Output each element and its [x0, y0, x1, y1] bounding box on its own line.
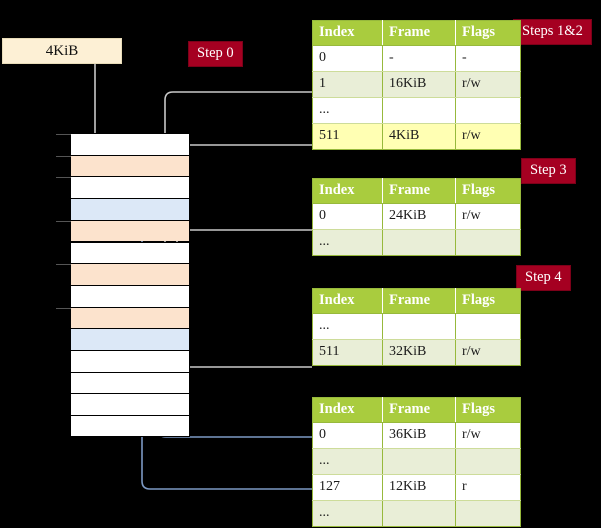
badge-step-0-label: Step 0	[197, 45, 234, 61]
cell-frame	[382, 229, 456, 256]
memory-frame	[56, 133, 190, 155]
memory-frame-tick	[56, 134, 71, 135]
cell-frame	[382, 313, 456, 340]
memory-frame	[70, 328, 190, 350]
cell-frame: 36KiB	[382, 422, 456, 449]
memory-frame	[56, 219, 190, 242]
column-header-frame: Frame	[382, 397, 456, 423]
memory-frame	[70, 393, 190, 416]
memory-frame-tick	[56, 307, 71, 309]
cell-index: 511	[312, 339, 383, 366]
memory-frame	[56, 263, 190, 285]
source-frame-box: 4KiB	[2, 38, 122, 64]
cell-index: 127	[312, 474, 383, 501]
cell-flags: r/w	[455, 339, 521, 366]
table-row: ...	[312, 229, 521, 256]
cell-frame	[382, 448, 456, 475]
table-row: ...	[312, 97, 521, 124]
cell-flags: r	[455, 474, 521, 501]
badge-step-4-label: Step 4	[525, 269, 562, 285]
cell-flags	[455, 229, 521, 256]
wire-step3	[176, 229, 312, 272]
cell-flags: r/w	[455, 123, 521, 150]
cell-index: 511	[312, 123, 383, 150]
badge-steps-1-2: Steps 1&2	[513, 19, 592, 45]
memory-frame	[70, 241, 190, 264]
cell-index: 0	[312, 422, 383, 449]
cell-index: ...	[312, 313, 383, 340]
memory-frame-tick	[56, 177, 71, 179]
column-header-flags: Flags	[455, 178, 521, 204]
badge-step-0: Step 0	[188, 41, 243, 67]
table-row: 0--	[312, 45, 521, 72]
cell-index: 1	[312, 71, 383, 98]
cell-frame	[382, 97, 456, 124]
wire-table1-511	[176, 144, 312, 164]
cell-flags	[455, 313, 521, 340]
badge-step-3: Step 3	[521, 158, 576, 184]
memory-frame	[70, 350, 190, 372]
cell-flags: r/w	[455, 422, 521, 449]
wire-step4	[176, 334, 312, 368]
cell-flags	[455, 448, 521, 475]
cell-index: 0	[312, 45, 383, 72]
cell-flags	[455, 500, 521, 527]
badge-step-3-label: Step 3	[530, 162, 567, 178]
column-header-flags: Flags	[455, 288, 521, 314]
cell-flags: r/w	[455, 71, 521, 98]
column-header-frame: Frame	[382, 288, 456, 314]
table-row: ...	[312, 500, 521, 527]
column-header-frame: Frame	[382, 20, 456, 46]
column-header-index: Index	[312, 20, 383, 46]
table-row: ...	[312, 313, 521, 340]
cell-frame: 4KiB	[382, 123, 456, 150]
cell-flags: r/w	[455, 203, 521, 230]
cell-frame: 24KiB	[382, 203, 456, 230]
memory-frame	[56, 176, 190, 199]
cell-index: 0	[312, 203, 383, 230]
memory-frame	[70, 415, 190, 437]
column-header-index: Index	[312, 397, 383, 423]
cell-frame	[382, 500, 456, 527]
column-header-flags: Flags	[455, 20, 521, 46]
column-header-frame: Frame	[382, 178, 456, 204]
table-row: ...	[312, 448, 521, 475]
memory-frame-tick	[56, 264, 71, 266]
memory-frame	[70, 284, 190, 307]
cell-index: ...	[312, 448, 383, 475]
cell-frame: 12KiB	[382, 474, 456, 501]
cell-frame: -	[382, 45, 456, 72]
cell-frame: 32KiB	[382, 339, 456, 366]
cell-index: ...	[312, 500, 383, 527]
badge-steps-1-2-label: Steps 1&2	[522, 23, 583, 39]
physical-memory-column	[56, 133, 190, 437]
column-header-index: Index	[312, 288, 383, 314]
memory-frame	[56, 306, 190, 329]
cell-flags: -	[455, 45, 521, 72]
badge-step-4: Step 4	[516, 265, 571, 291]
cell-flags	[455, 97, 521, 124]
memory-frame	[70, 371, 190, 394]
memory-frame	[70, 198, 190, 220]
memory-frame-tick	[56, 220, 71, 222]
column-header-flags: Flags	[455, 397, 521, 423]
memory-frame	[56, 154, 190, 177]
memory-frame-tick	[56, 155, 71, 157]
column-header-index: Index	[312, 178, 383, 204]
cell-index: ...	[312, 229, 383, 256]
cell-index: ...	[312, 97, 383, 124]
source-frame-label: 4KiB	[45, 42, 79, 59]
cell-frame: 16KiB	[382, 71, 456, 98]
